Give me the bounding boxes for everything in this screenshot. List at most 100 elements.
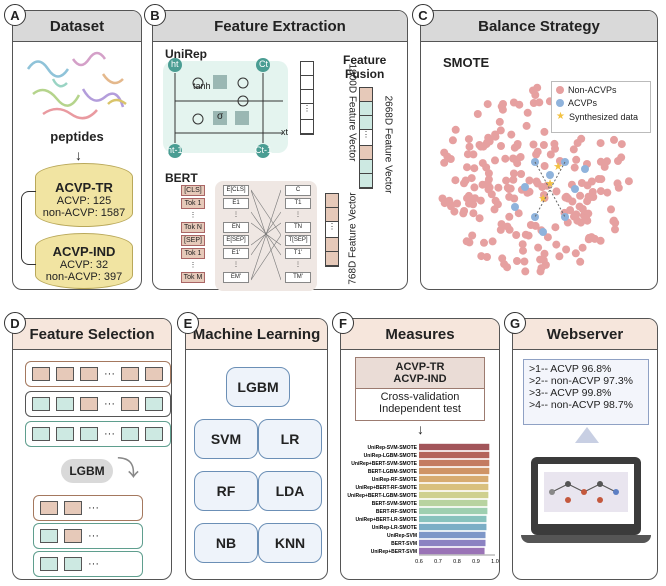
non-acvp-point [484,133,493,142]
model-nb: NB [194,523,258,563]
output-token: TM' [285,272,311,283]
acvp-tr-name: ACVP-TR [55,180,113,195]
x-tick-label: 0.8 [453,559,461,565]
bar-label: UniRep-SVM [387,533,417,539]
non-acvp-point [470,164,479,173]
feature-row-1: ··· [25,361,171,387]
non-acvp-point [501,154,510,163]
lgbm-selector: LGBM [61,459,113,483]
bar-label: UniRep-LR-SMOTE [372,525,418,531]
legend-label: ACVPs [568,98,598,108]
non-acvp-point [552,240,561,249]
results-box: >1-- ACVP 96.8% >2-- non-ACVP 97.3% >3--… [523,359,649,425]
non-acvp-point [484,185,493,194]
non-acvp-point [464,191,473,200]
h-t-label: ht [171,59,179,69]
embedding: EN [223,222,249,233]
non-acvp-point [576,191,585,200]
datasets-header: ACVP-TR ACVP-IND [356,358,484,389]
embedding-column: E[CLS] E1 ⋮ EN E[SEP] E1' ⋮ EM' [223,185,249,285]
non-acvp-point [550,139,559,148]
acvp-point [521,183,529,191]
non-acvp-point [536,255,545,264]
non-acvp-point [603,188,612,197]
token: ⋮ [189,262,197,269]
non-acvp-point [523,108,532,117]
acvp-tr-neg: non-ACVP: 1587 [42,207,126,219]
non-acvp-point [539,141,548,149]
output-token: T1' [285,248,311,259]
non-acvp-point [512,231,521,239]
model-lda: LDA [258,471,322,511]
acvp-point [581,165,589,173]
non-acvp-point [438,194,447,203]
non-acvp-point [497,102,506,111]
panel-title: Feature Extraction [153,11,407,42]
non-acvp-point [514,209,523,218]
panel-webserver: Webserver >1-- ACVP 96.8% >2-- non-ACVP … [512,318,658,580]
legend-box: Non-ACVPs ACVPs ★Synthesized data [551,81,651,133]
peptides-illustration [26,51,127,120]
synth-point: ★ [553,161,563,173]
non-acvp-point [568,197,577,206]
non-acvp-point [473,110,482,118]
embedding: EM' [223,272,249,283]
bar [419,475,489,483]
non-acvp-point [531,221,540,230]
non-acvp-point [518,240,527,249]
bar [419,499,488,507]
non-acvp-point [596,157,605,166]
legend-item-non-acvps: Non-ACVPs [556,85,646,95]
non-acvp-point [468,231,477,240]
non-acvp-point [594,175,603,183]
non-acvp-point [451,125,460,134]
synth-point: ★ [538,193,548,205]
non-acvp-point [494,183,503,192]
embedding: E[SEP] [223,235,249,246]
panel-title: Webserver [513,319,657,350]
laptop-screen [538,464,634,524]
acvp-ind-pos: ACVP: 32 [59,259,109,271]
model-rf: RF [194,471,258,511]
panel-title: Machine Learning [186,319,327,350]
non-acvp-point [520,257,529,266]
non-acvp-point [517,170,526,178]
acvp-point [511,203,519,211]
non-acvp-point [596,236,605,245]
bar-label: UniRep+BERT-RF-SMOTE [355,485,417,491]
token-column: [CLS] Tok 1 ⋮ Tok N [SEP] Tok 1 ⋮ Tok M [181,185,205,285]
output-token: ⋮ [295,262,301,268]
non-acvp-point [513,140,522,148]
non-acvp-point [498,254,507,263]
lstm-diagram [168,58,283,158]
panel-balance-strategy: Balance Strategy SMOTE ★★★ Non-ACVPs ACV… [420,10,658,290]
bar-label: BERT-SVM-SMOTE [372,501,418,507]
panel-tag-e: E [177,312,199,334]
non-acvp-point [596,139,605,148]
non-acvp-point [540,162,549,170]
non-acvp-point [546,150,555,159]
non-acvp-point [555,252,564,261]
non-acvp-point [584,209,593,218]
output-token: T1 [285,198,311,209]
arrow-down-icon: ↓ [75,147,82,163]
result-line: >1-- ACVP 96.8% [529,363,612,375]
non-acvp-point [513,159,522,168]
token: Tok 1 [181,198,205,209]
panel-tag-d: D [4,312,26,334]
non-acvp-point [614,183,623,192]
token: Tok M [181,272,205,283]
vector-2668-label: 2668D Feature Vector [382,95,394,194]
x-tick-label: 0.9 [472,559,480,565]
non-acvp-point [578,205,587,213]
unirep-label: UniRep [165,47,207,61]
acvp-ind-cylinder: ACVP-IND ACVP: 32 non-ACVP: 397 [35,233,133,289]
non-acvp-point [551,223,560,232]
non-acvp-point [505,185,513,194]
x-tick-label: 1.0 [491,559,499,565]
laptop-icon [531,457,641,535]
bar-label: BERT-RF-SMOTE [376,509,418,515]
panel-tag-g: G [504,312,526,334]
non-acvp-point [617,140,626,149]
model-knn: KNN [258,523,322,563]
